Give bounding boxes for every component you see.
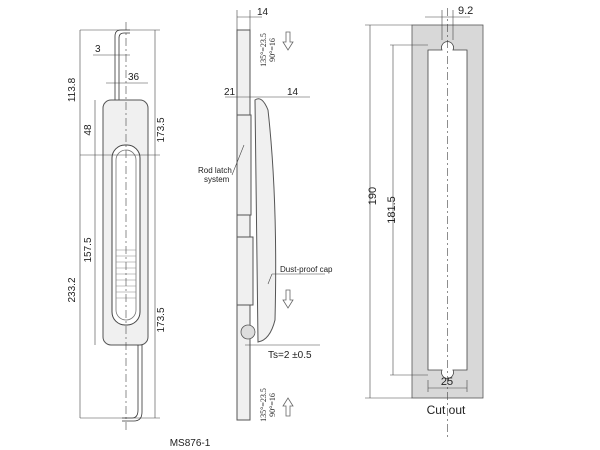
dim-25: 25	[441, 376, 453, 388]
dim-3: 3	[95, 44, 101, 55]
arrow-down-icon	[282, 289, 294, 309]
dim-21: 21	[224, 87, 236, 98]
svg-text:90°=16: 90°=16	[268, 38, 277, 62]
stroke-note-bottom: 135°=23.5 90°=16	[259, 388, 277, 422]
arrow-down-icon	[282, 31, 294, 51]
bottom-rod	[122, 345, 139, 419]
svg-text:system: system	[204, 175, 230, 184]
top-rod	[114, 29, 130, 100]
arrow-up-icon	[282, 397, 294, 417]
cutout-slot	[427, 41, 468, 379]
dim-157-5: 157.5	[83, 237, 94, 262]
model-number: MS876-1	[170, 438, 211, 449]
dim-181-5: 181.5	[386, 196, 398, 224]
dim-173-5-bottom: 173.5	[156, 307, 167, 332]
latch-housing	[236, 236, 254, 306]
rod-latch-system	[236, 114, 252, 216]
svg-text:135°=23.5: 135°=23.5	[259, 388, 268, 422]
side-view: 14 21 14 Ts=2 ±0.5 135°=23.5 90°=16 135°…	[198, 7, 333, 422]
front-view: 113.8 233.2 48 157.5 173.5 173.5 3 36	[67, 22, 167, 430]
dim-233-2: 233.2	[67, 277, 78, 302]
stroke-note-top: 135°=23.5 90°=16	[259, 33, 277, 67]
label-dust-proof-cap: Dust-proof cap	[280, 265, 333, 274]
dim-ts: Ts=2 ±0.5	[268, 350, 312, 361]
dim-190: 190	[367, 187, 379, 205]
cutout-view: 9.2 190 181.5 25 Cut out	[365, 5, 484, 440]
dim-173-5-top: 173.5	[156, 117, 167, 142]
dim-14-top: 14	[257, 7, 269, 18]
cutout-caption: Cut out	[427, 403, 466, 417]
svg-text:90°=16: 90°=16	[268, 393, 277, 417]
dim-36: 36	[128, 72, 140, 83]
dim-14-right: 14	[287, 87, 299, 98]
dim-48: 48	[83, 124, 94, 136]
handle-profile	[254, 98, 277, 343]
dim-9-2: 9.2	[458, 5, 473, 17]
label-rod-latch: Rod latch	[198, 166, 232, 175]
dim-113-8: 113.8	[67, 77, 78, 102]
rod-strip	[236, 29, 251, 421]
svg-text:135°=23.5: 135°=23.5	[259, 33, 268, 67]
